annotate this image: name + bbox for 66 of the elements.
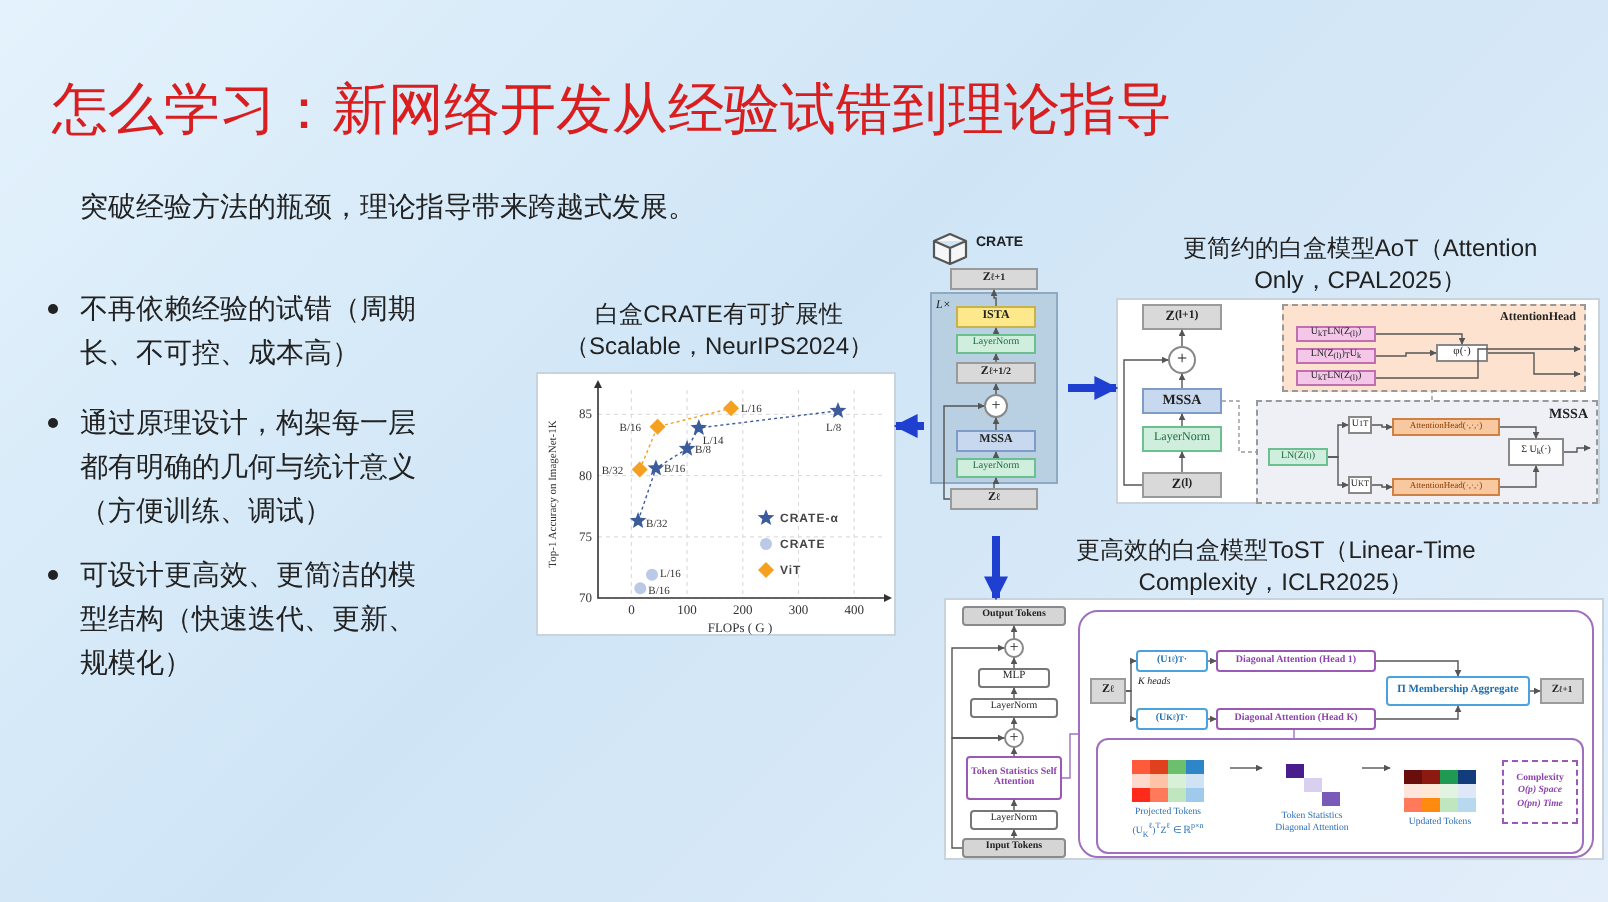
arrow bbox=[992, 327, 1000, 335]
complexity-note bbox=[1502, 760, 1578, 824]
bullet-text: 通过原理设计，构架每一层都有明确的几何与统计意义（方便训练、调试） bbox=[80, 404, 416, 530]
arrow bbox=[1125, 657, 1137, 692]
sum-node: + bbox=[1168, 346, 1196, 374]
arrow bbox=[1178, 373, 1186, 389]
arrow bbox=[943, 402, 985, 500]
arrow bbox=[1563, 444, 1591, 453]
detail-panel bbox=[1256, 400, 1598, 504]
bullet-text: 不再依赖经验的试错（周期长、不可控、成本高） bbox=[80, 290, 416, 372]
detail-panel bbox=[1282, 304, 1586, 392]
sum-node: + bbox=[1004, 728, 1024, 748]
bullet-text: 可设计更高效、更简洁的模型结构（快速迭代、更新、规模化） bbox=[80, 556, 416, 682]
block-arrow bbox=[1068, 376, 1119, 400]
arrow bbox=[1529, 687, 1541, 695]
connector-line bbox=[1293, 729, 1295, 739]
arrow bbox=[1010, 687, 1018, 699]
arrow bbox=[1375, 349, 1437, 357]
arrow bbox=[1371, 483, 1393, 491]
arrow bbox=[1010, 625, 1018, 639]
arrow bbox=[992, 417, 1000, 431]
block-panel bbox=[930, 292, 1058, 484]
subtitle: 突破经验方法的瓶颈，理论指导带来跨越式发展。 bbox=[80, 190, 698, 224]
arrow bbox=[1375, 345, 1581, 379]
sum-node: + bbox=[984, 394, 1008, 418]
arrow bbox=[1207, 715, 1217, 723]
slide-title: 怎么学习：新网络开发从经验试错到理论指导 bbox=[52, 76, 1172, 144]
arrow bbox=[951, 644, 1005, 739]
arrow bbox=[992, 383, 1000, 395]
zoom-line bbox=[1431, 391, 1433, 401]
figure-heading: 白盒CRATE有可扩展性（Scalable，NeurIPS2024） bbox=[562, 298, 876, 363]
zoom-line bbox=[1221, 400, 1257, 453]
connector-line bbox=[1061, 733, 1079, 779]
arrow bbox=[1010, 717, 1018, 729]
block-arrow bbox=[893, 414, 924, 438]
arrow bbox=[1178, 451, 1186, 473]
arrow bbox=[992, 477, 1000, 489]
arrow bbox=[1010, 657, 1018, 669]
arrow bbox=[1010, 829, 1018, 839]
arrow bbox=[1499, 426, 1540, 439]
arrow bbox=[1010, 747, 1018, 757]
panel-frame bbox=[1078, 610, 1594, 858]
arrow bbox=[1375, 660, 1462, 677]
arrow bbox=[1207, 657, 1217, 665]
arrow bbox=[1010, 799, 1018, 811]
arrow bbox=[1327, 456, 1349, 489]
panel-frame bbox=[1096, 738, 1584, 854]
block-arrow bbox=[984, 536, 1008, 601]
arrow bbox=[1229, 764, 1263, 772]
arrow bbox=[1499, 465, 1540, 488]
arrow bbox=[1178, 329, 1186, 347]
arrow bbox=[1123, 356, 1169, 486]
arrow bbox=[1487, 352, 1581, 378]
arrow bbox=[990, 289, 998, 307]
arrow bbox=[951, 734, 1005, 849]
arrow bbox=[1371, 423, 1393, 431]
arrow bbox=[992, 353, 1000, 363]
arrow bbox=[992, 451, 1000, 459]
arrow bbox=[1178, 413, 1186, 427]
arrow bbox=[1375, 333, 1466, 345]
figure-heading: 更高效的白盒模型ToST（Linear-Time Complexity，ICLR2025） bbox=[1074, 534, 1478, 599]
sum-node: + bbox=[1004, 638, 1024, 658]
arrow bbox=[1125, 690, 1137, 723]
arrow bbox=[1375, 705, 1462, 720]
arrow bbox=[1361, 764, 1391, 772]
figure-heading: 更简约的白盒模型AoT（Attention Only，CPAL2025） bbox=[1180, 232, 1540, 297]
